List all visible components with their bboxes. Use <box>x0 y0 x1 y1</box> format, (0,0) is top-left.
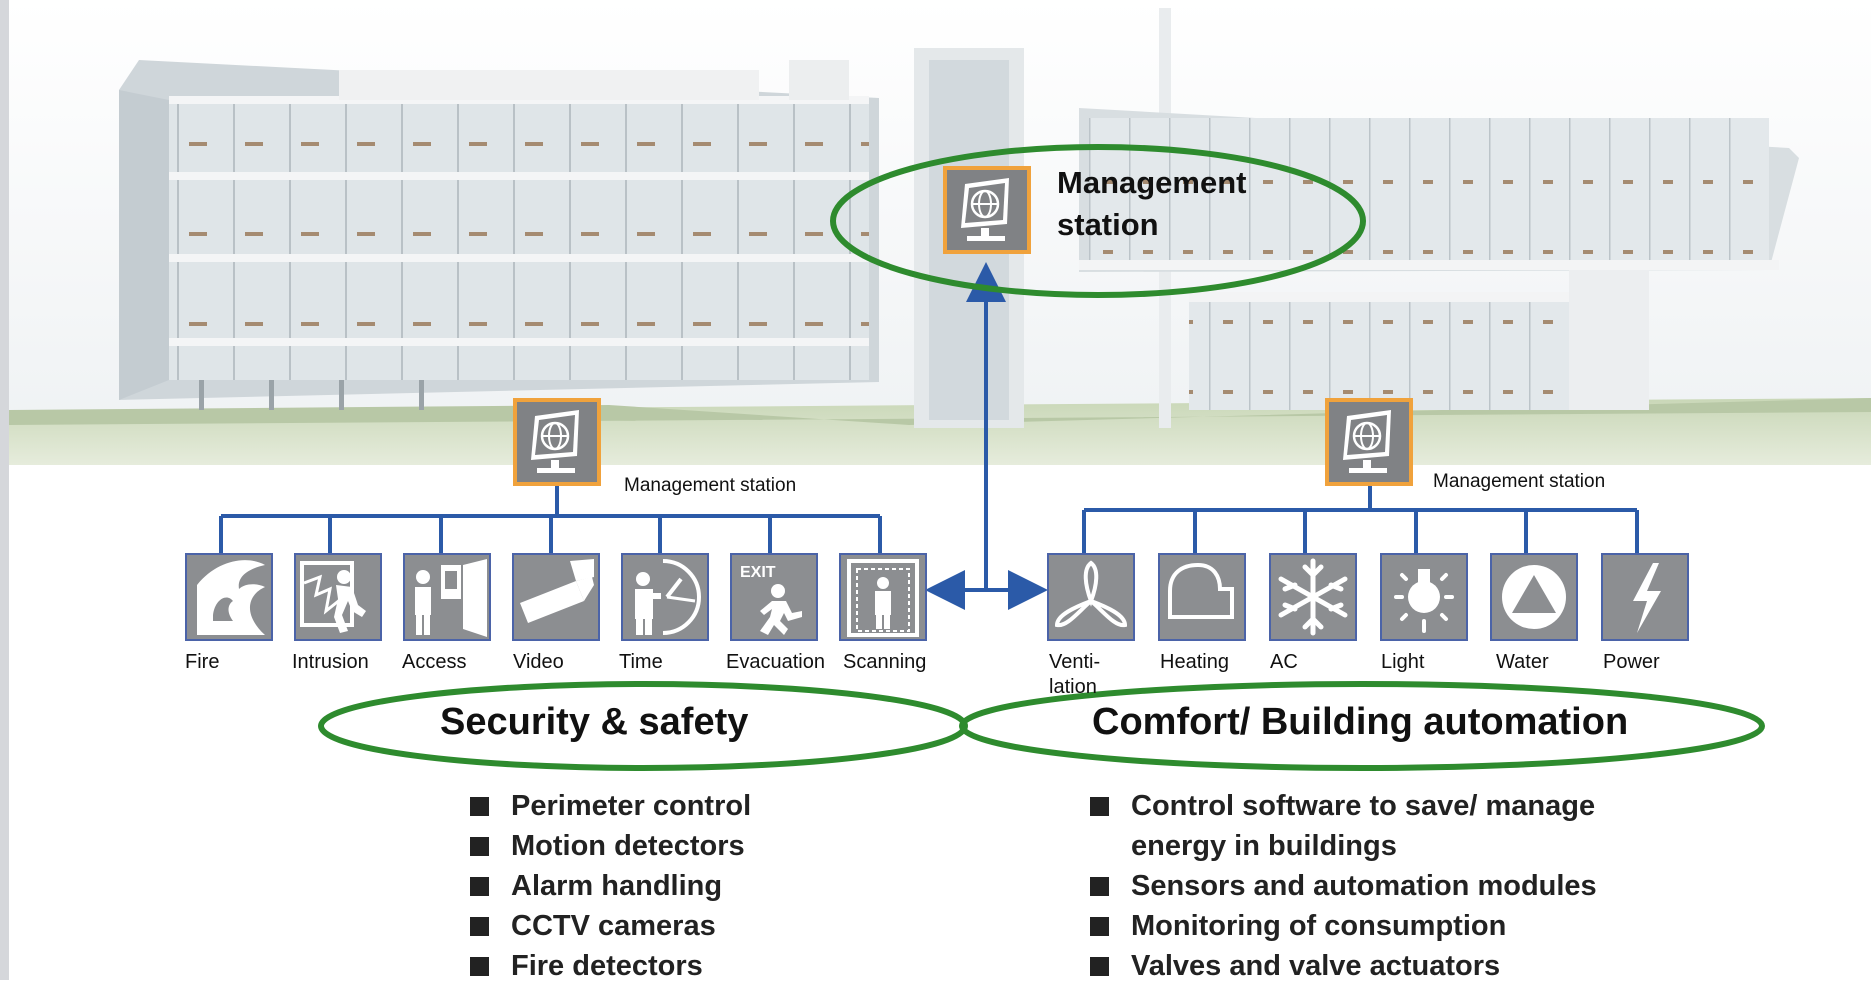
comfort-management-station-label: Management station <box>1433 471 1606 492</box>
comfort-title: Comfort/ Building automation <box>1092 701 1629 743</box>
flame-icon <box>197 560 265 635</box>
intrusion-label: Intrusion <box>292 651 369 673</box>
lightning-icon <box>1633 563 1661 633</box>
heating-label: Heating <box>1160 651 1229 673</box>
video-label: Video <box>513 651 564 673</box>
water-label: Water <box>1496 651 1549 673</box>
list-item: Sensors and automation modules <box>1090 866 1690 906</box>
list-item: Monitoring of consumption <box>1090 906 1690 946</box>
radiator-icon <box>1168 562 1234 619</box>
ventilation-label: Venti- lation <box>1049 651 1101 698</box>
water-icon <box>1502 565 1566 629</box>
camera-icon <box>520 559 594 623</box>
list-item: CCTV cameras <box>470 906 870 946</box>
security-management-station-label: Management station <box>624 475 797 496</box>
light-device <box>1380 553 1468 641</box>
heating-device <box>1158 553 1246 641</box>
fire-label: Fire <box>185 651 220 673</box>
snowflake-icon <box>1278 558 1348 636</box>
power-device <box>1601 553 1689 641</box>
access-label: Access <box>402 651 467 673</box>
broken-window-icon <box>300 561 366 633</box>
list-item: Fire detectors <box>470 946 870 986</box>
video-device <box>512 553 600 641</box>
top-management-station-icon <box>943 166 1031 254</box>
comfort-bullet-list: Control software to save/ manage energy … <box>1090 786 1690 986</box>
keypad-door-icon <box>415 559 487 637</box>
fan-icon <box>1054 560 1128 628</box>
fire-device <box>185 553 273 641</box>
list-item: Perimeter control <box>470 786 870 826</box>
water-device <box>1490 553 1578 641</box>
list-item: Alarm handling <box>470 866 870 906</box>
access-device <box>403 553 491 641</box>
top-management-station-label: Management station <box>1057 165 1247 242</box>
intrusion-device <box>294 553 382 641</box>
ac-label: AC <box>1270 651 1298 673</box>
scanning-label: Scanning <box>843 651 927 673</box>
list-item: Valves and valve actuators <box>1090 946 1690 986</box>
power-label: Power <box>1603 651 1660 673</box>
body-scanner-icon <box>847 559 919 637</box>
clock-icon <box>635 559 701 635</box>
light-label: Light <box>1381 651 1425 673</box>
ac-device <box>1269 553 1357 641</box>
time-device <box>621 553 709 641</box>
list-item: Control software to save/ manage energy … <box>1090 786 1671 866</box>
evacuation-device: EXIT <box>730 553 818 641</box>
time-label: Time <box>619 651 663 673</box>
ventilation-device <box>1047 553 1135 641</box>
evacuation-label: Evacuation <box>726 651 825 673</box>
left-edge-bar <box>0 0 9 980</box>
security-title: Security & safety <box>440 701 749 743</box>
list-item: Motion detectors <box>470 826 870 866</box>
comfort-management-station-icon <box>1325 398 1413 486</box>
exit-sign-icon: EXIT <box>740 564 802 635</box>
building-illustration <box>9 0 1871 465</box>
exit-sign-text: EXIT <box>740 564 776 581</box>
security-bullet-list: Perimeter control Motion detectors Alarm… <box>470 786 870 986</box>
security-management-station-icon <box>513 398 601 486</box>
scanning-device <box>839 553 927 641</box>
bulb-icon <box>1394 569 1454 633</box>
